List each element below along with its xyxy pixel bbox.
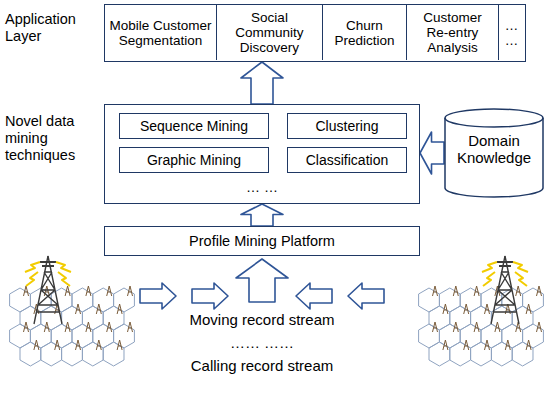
node-text: Classification <box>306 152 388 168</box>
cylinder-rim <box>445 118 543 127</box>
knowledge-cylinder: Domain Knowledge <box>444 108 544 198</box>
mini-tower <box>24 322 29 332</box>
mini-tower <box>65 286 70 296</box>
stream-arrow <box>296 283 332 309</box>
mini-tower <box>24 286 29 296</box>
mini-tower <box>537 322 542 332</box>
mini-tower <box>433 286 438 296</box>
mini-tower <box>474 322 479 332</box>
mini-tower <box>485 340 490 350</box>
mini-tower <box>55 340 60 350</box>
stream-arrow <box>140 283 176 309</box>
mini-tower <box>495 322 500 332</box>
stream-label: …… …… <box>142 334 382 352</box>
technique-box: Graphic Mining <box>119 147 269 173</box>
node-text: Profile Mining Platform <box>189 233 335 249</box>
mini-tower <box>76 340 81 350</box>
application-layer-band: Application LayerMobile Customer Segment… <box>104 4 526 62</box>
mini-tower <box>453 322 458 332</box>
node-text: Churn Prediction <box>327 18 402 48</box>
node-text: Customer Re-entry Analysis <box>411 10 494 55</box>
ellipsis-text: … … <box>105 179 419 195</box>
stream-arrow <box>192 283 228 309</box>
block-arrow <box>241 204 283 226</box>
tower-left <box>34 256 62 324</box>
node-text: … … <box>503 18 520 48</box>
node-text: Graphic Mining <box>147 152 241 168</box>
stream-up-arrow <box>236 259 288 302</box>
mini-tower <box>505 340 510 350</box>
stream-arrow <box>348 283 384 309</box>
mini-tower <box>96 304 101 314</box>
cell-grid <box>10 286 544 366</box>
application-cell: … … <box>499 5 524 60</box>
group-heading: Novel data mining techniques <box>5 113 99 164</box>
mini-tower <box>443 304 448 314</box>
mini-tower <box>453 286 458 296</box>
technique-group-box: Novel data mining techniques… …Sequence … <box>104 104 420 204</box>
mini-tower <box>86 286 91 296</box>
application-cell: Customer Re-entry Analysis <box>407 5 499 60</box>
stream-label: Calling record stream <box>142 357 382 375</box>
tower-right <box>491 256 519 324</box>
block-arrow <box>420 132 444 174</box>
mini-tower <box>117 304 122 314</box>
mini-tower <box>117 340 122 350</box>
node-text: Domain Knowledge <box>450 132 538 166</box>
node-text: Clustering <box>315 118 378 134</box>
radio-sparks <box>25 262 528 286</box>
mini-tower <box>516 286 521 296</box>
application-cell: Mobile Customer Segmentation <box>105 5 217 60</box>
mini-tower <box>96 340 101 350</box>
mini-tower <box>44 322 49 332</box>
mini-tower <box>464 340 469 350</box>
mini-tower <box>537 286 542 296</box>
mini-tower <box>128 286 133 296</box>
mini-tower <box>128 322 133 332</box>
mini-tower <box>474 286 479 296</box>
mini-tower <box>86 322 91 332</box>
node-text: Sequence Mining <box>140 118 248 134</box>
mini-tower <box>107 322 112 332</box>
mini-tower <box>34 340 39 350</box>
stream-arrows <box>140 259 384 309</box>
mini-tower <box>526 340 531 350</box>
mini-tower <box>76 304 81 314</box>
stream-label: Moving record stream <box>142 311 382 329</box>
mini-tower <box>526 304 531 314</box>
mini-tower <box>65 322 70 332</box>
application-cell: Churn Prediction <box>323 5 407 60</box>
mini-tower <box>107 286 112 296</box>
mini-tower <box>443 340 448 350</box>
mini-tower <box>485 304 490 314</box>
block-arrow <box>241 62 283 104</box>
application-cell: Social Community Discovery <box>217 5 323 60</box>
technique-box: Sequence Mining <box>119 113 269 139</box>
mini-tower <box>464 304 469 314</box>
node-text: Social Community Discovery <box>221 10 318 55</box>
group-heading: Application Layer <box>5 11 99 45</box>
technique-box: Clustering <box>287 113 407 139</box>
mini-tower <box>433 322 438 332</box>
node-text: Mobile Customer Segmentation <box>109 18 212 48</box>
platform-box: Profile Mining Platform <box>104 226 420 256</box>
cylinder-body <box>445 109 543 197</box>
technique-box: Classification <box>287 147 407 173</box>
